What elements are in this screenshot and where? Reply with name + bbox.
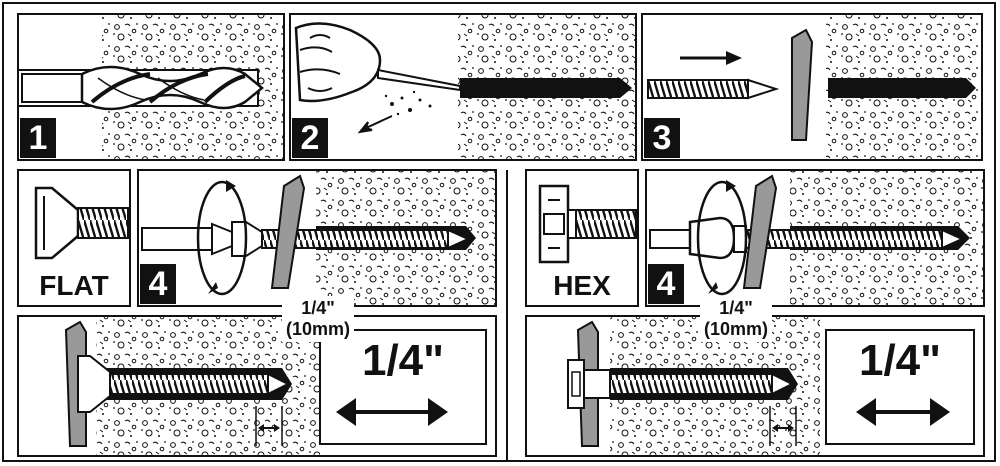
drilled-hole-icon (828, 78, 976, 98)
step-2-drilling-panel (289, 13, 637, 161)
step-1-drill-bit-panel (17, 13, 285, 161)
left-depth-callout: 1/4" (10mm) (282, 296, 354, 342)
dust-particles-icon (384, 90, 432, 116)
step-3-badge: 3 (644, 118, 680, 158)
rotate-clockwise-icon (196, 180, 248, 296)
rotate-clockwise-icon (696, 180, 748, 296)
arrow-down-left-icon (357, 115, 393, 134)
drilled-hole-icon (460, 78, 632, 98)
flat-head-screw-icon (34, 186, 129, 260)
hex-final-panel (525, 315, 985, 457)
right-depth-fraction: 1/4" (719, 298, 753, 318)
gap-arrow-icon (856, 398, 950, 426)
hex-label: HEX (553, 270, 611, 301)
flat-label: FLAT (39, 270, 109, 301)
step-4-flat-install-panel (137, 169, 497, 307)
installed-flat-screw-icon (77, 355, 291, 413)
hex-head-panel (525, 169, 639, 307)
small-gap-arrow-icon (255, 406, 283, 446)
gap-arrow-icon (336, 398, 448, 426)
fixture-plate-icon (270, 174, 306, 289)
step-4-hex-install-panel (645, 169, 985, 307)
step-4-hex-badge: 4 (648, 264, 684, 304)
step-1-badge: 1 (20, 118, 56, 158)
left-gap-label: 1/4" (361, 336, 445, 385)
left-depth-metric: (10mm) (285, 319, 351, 339)
small-gap-arrow-icon (769, 406, 797, 446)
step-2-badge: 2 (292, 118, 328, 158)
step-4-flat-badge: 4 (140, 264, 176, 304)
driver-bit-icon (141, 222, 233, 256)
center-divider (506, 170, 508, 462)
step-3-insert-panel (641, 13, 983, 161)
right-gap-label: 1/4" (858, 336, 942, 385)
right-depth-callout: 1/4" (10mm) (700, 296, 772, 342)
right-depth-metric: (10mm) (703, 319, 769, 339)
installed-hex-screw-icon (567, 359, 795, 409)
fixture-plate-icon (791, 28, 814, 141)
flat-final-panel (17, 315, 497, 457)
drill-bit-icon (21, 65, 264, 111)
left-depth-fraction: 1/4" (301, 298, 335, 318)
hex-head-screw-icon (538, 184, 637, 264)
screw-icon (647, 78, 780, 100)
drill-handle-icon (294, 22, 461, 103)
fixture-plate-icon (742, 174, 778, 289)
flat-head-panel (17, 169, 131, 307)
